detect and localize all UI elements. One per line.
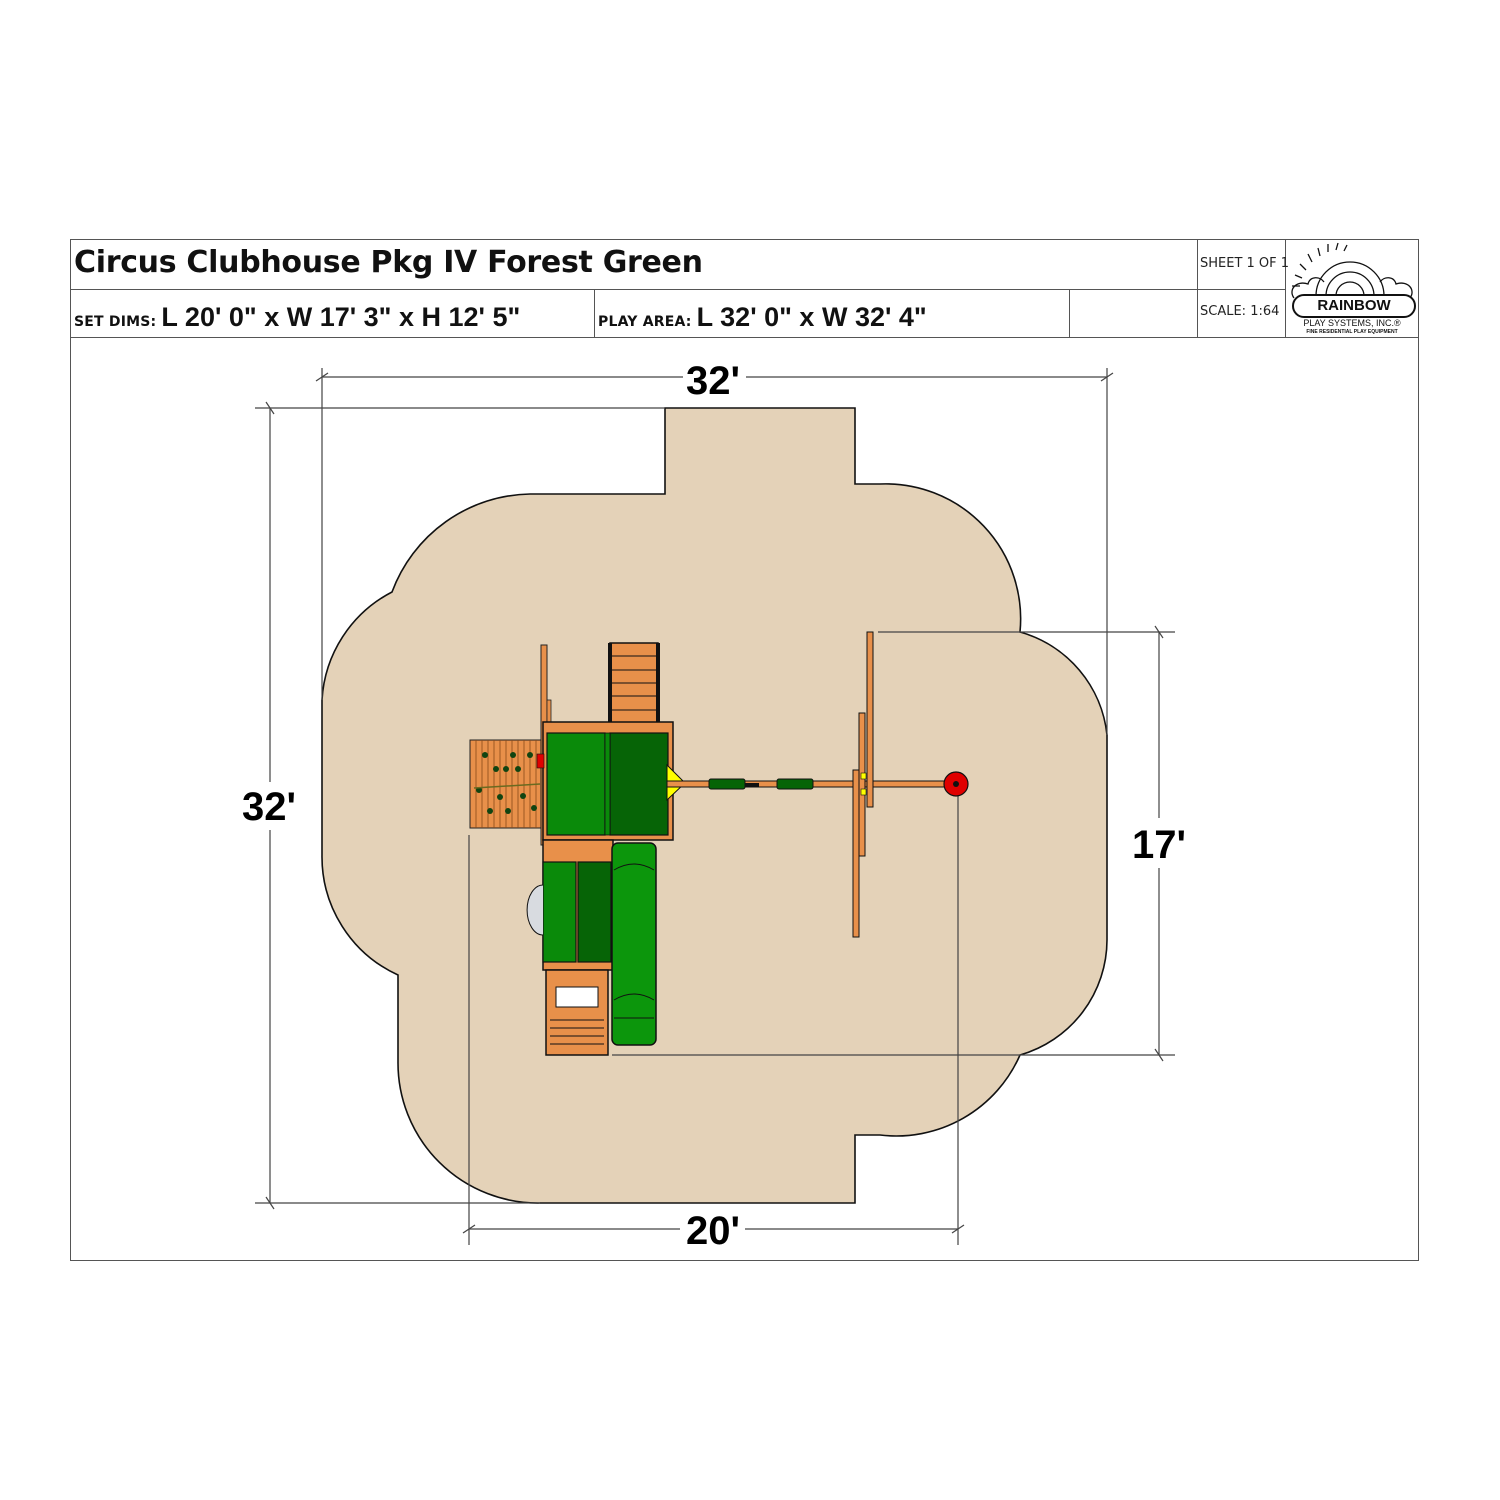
drawing-sheet: Circus Clubhouse Pkg IV Forest Green SET… xyxy=(70,239,1419,1261)
right-dimension-label: 17' xyxy=(1130,823,1189,867)
left-dimension-label: 32' xyxy=(240,785,299,829)
upper-ladder xyxy=(608,642,660,726)
tire-swivel xyxy=(943,771,969,797)
rock-wall xyxy=(469,739,544,829)
title-cell: Circus Clubhouse Pkg IV Forest Green xyxy=(71,240,1198,290)
play-area-value: L 32' 0" x W 32' 4" xyxy=(696,302,927,332)
logo-brand: RAINBOW xyxy=(1292,294,1416,318)
bottom-dimension-label: 20' xyxy=(684,1209,743,1253)
company-logo: RAINBOW PLAY SYSTEMS, INC.® FINE RESIDEN… xyxy=(1286,240,1418,338)
tube-slide xyxy=(611,842,657,1046)
play-area-boundary xyxy=(321,407,1108,1204)
blank-cell xyxy=(1070,290,1198,338)
scale-label: SCALE: 1:64 xyxy=(1200,304,1280,319)
clubhouse-upper xyxy=(536,721,674,841)
play-area-label: PLAY AREA: xyxy=(598,314,692,330)
logo-tagline: FINE RESIDENTIAL PLAY EQUIPMENT xyxy=(1306,329,1398,335)
top-dimension-label: 32' xyxy=(684,359,743,403)
sheet-number: SHEET 1 OF 1 xyxy=(1200,256,1290,271)
bottom-ladder xyxy=(545,969,609,1056)
scale-cell: SCALE: 1:64 xyxy=(1198,290,1286,338)
lower-deck xyxy=(526,839,614,971)
logo-company: PLAY SYSTEMS, INC.® xyxy=(1303,318,1401,328)
play-area-cell: PLAY AREA: L 32' 0" x W 32' 4" xyxy=(595,290,1070,338)
swing-beam xyxy=(666,778,958,790)
a-frame-legs xyxy=(852,631,874,938)
drawing-title: Circus Clubhouse Pkg IV Forest Green xyxy=(74,245,703,280)
sheet-number-cell: SHEET 1 OF 1 xyxy=(1198,240,1290,290)
dimension-lines xyxy=(255,368,1175,1245)
set-dims-cell: SET DIMS: L 20' 0" x W 17' 3" x H 12' 5" xyxy=(71,290,595,338)
set-dims-label: SET DIMS: xyxy=(74,314,157,330)
rainbow-sun-icon xyxy=(1291,242,1413,299)
set-dims-value: L 20' 0" x W 17' 3" x H 12' 5" xyxy=(161,302,521,332)
